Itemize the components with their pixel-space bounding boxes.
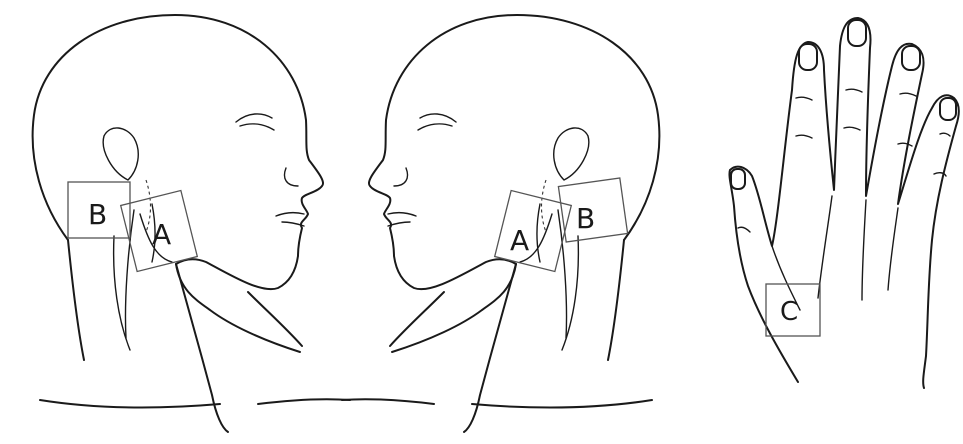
head-left-mouth [276,213,304,226]
head-right-mouth [388,213,416,226]
knuckle-creases [738,89,950,232]
head-left-shoulder [40,400,220,407]
head-left-ear [103,128,138,180]
pinky-nail [940,98,956,120]
head-left-nose [285,168,299,186]
head-left-jaw-dashed [146,180,151,232]
head-left [33,15,350,432]
head-right-ear [554,128,589,180]
region-box-a-right [495,191,572,272]
region-label-c: C [780,297,798,327]
region-label-a-right: A [510,224,529,257]
head-right-back-neck [608,240,624,360]
region-boxes-heads: B A A B [68,178,628,272]
head-left-clavicle [258,399,350,404]
hand-tendons [772,196,898,310]
head-right-nose [394,168,408,186]
region-label-a-left: A [152,218,171,251]
head-left-nerve-4 [114,236,130,350]
region-box-hand: C [766,284,820,336]
head-right [342,15,659,432]
head-left-eye [236,114,274,130]
thumb-nail [731,169,745,189]
region-label-b-right: B [576,202,595,235]
head-right-shoulder [472,400,652,407]
head-right-clavicle [342,399,434,404]
hand-outline [729,18,958,388]
hand-dorsal [729,18,958,388]
index-nail [799,44,817,70]
head-left-skull-outline [33,15,323,289]
head-left-back-neck [68,240,84,360]
head-right-front-neck [392,264,516,352]
head-left-front-neck [176,264,300,352]
head-right-nerve-3 [537,204,540,262]
middle-nail [848,20,866,46]
head-right-trapezius [390,292,444,346]
head-left-trapezius [248,292,302,346]
head-right-jaw-dashed [542,180,547,232]
ring-nail [902,46,920,70]
head-right-eye [418,114,456,130]
region-label-b-left: B [88,198,107,231]
head-right-nerve-4 [562,236,578,350]
